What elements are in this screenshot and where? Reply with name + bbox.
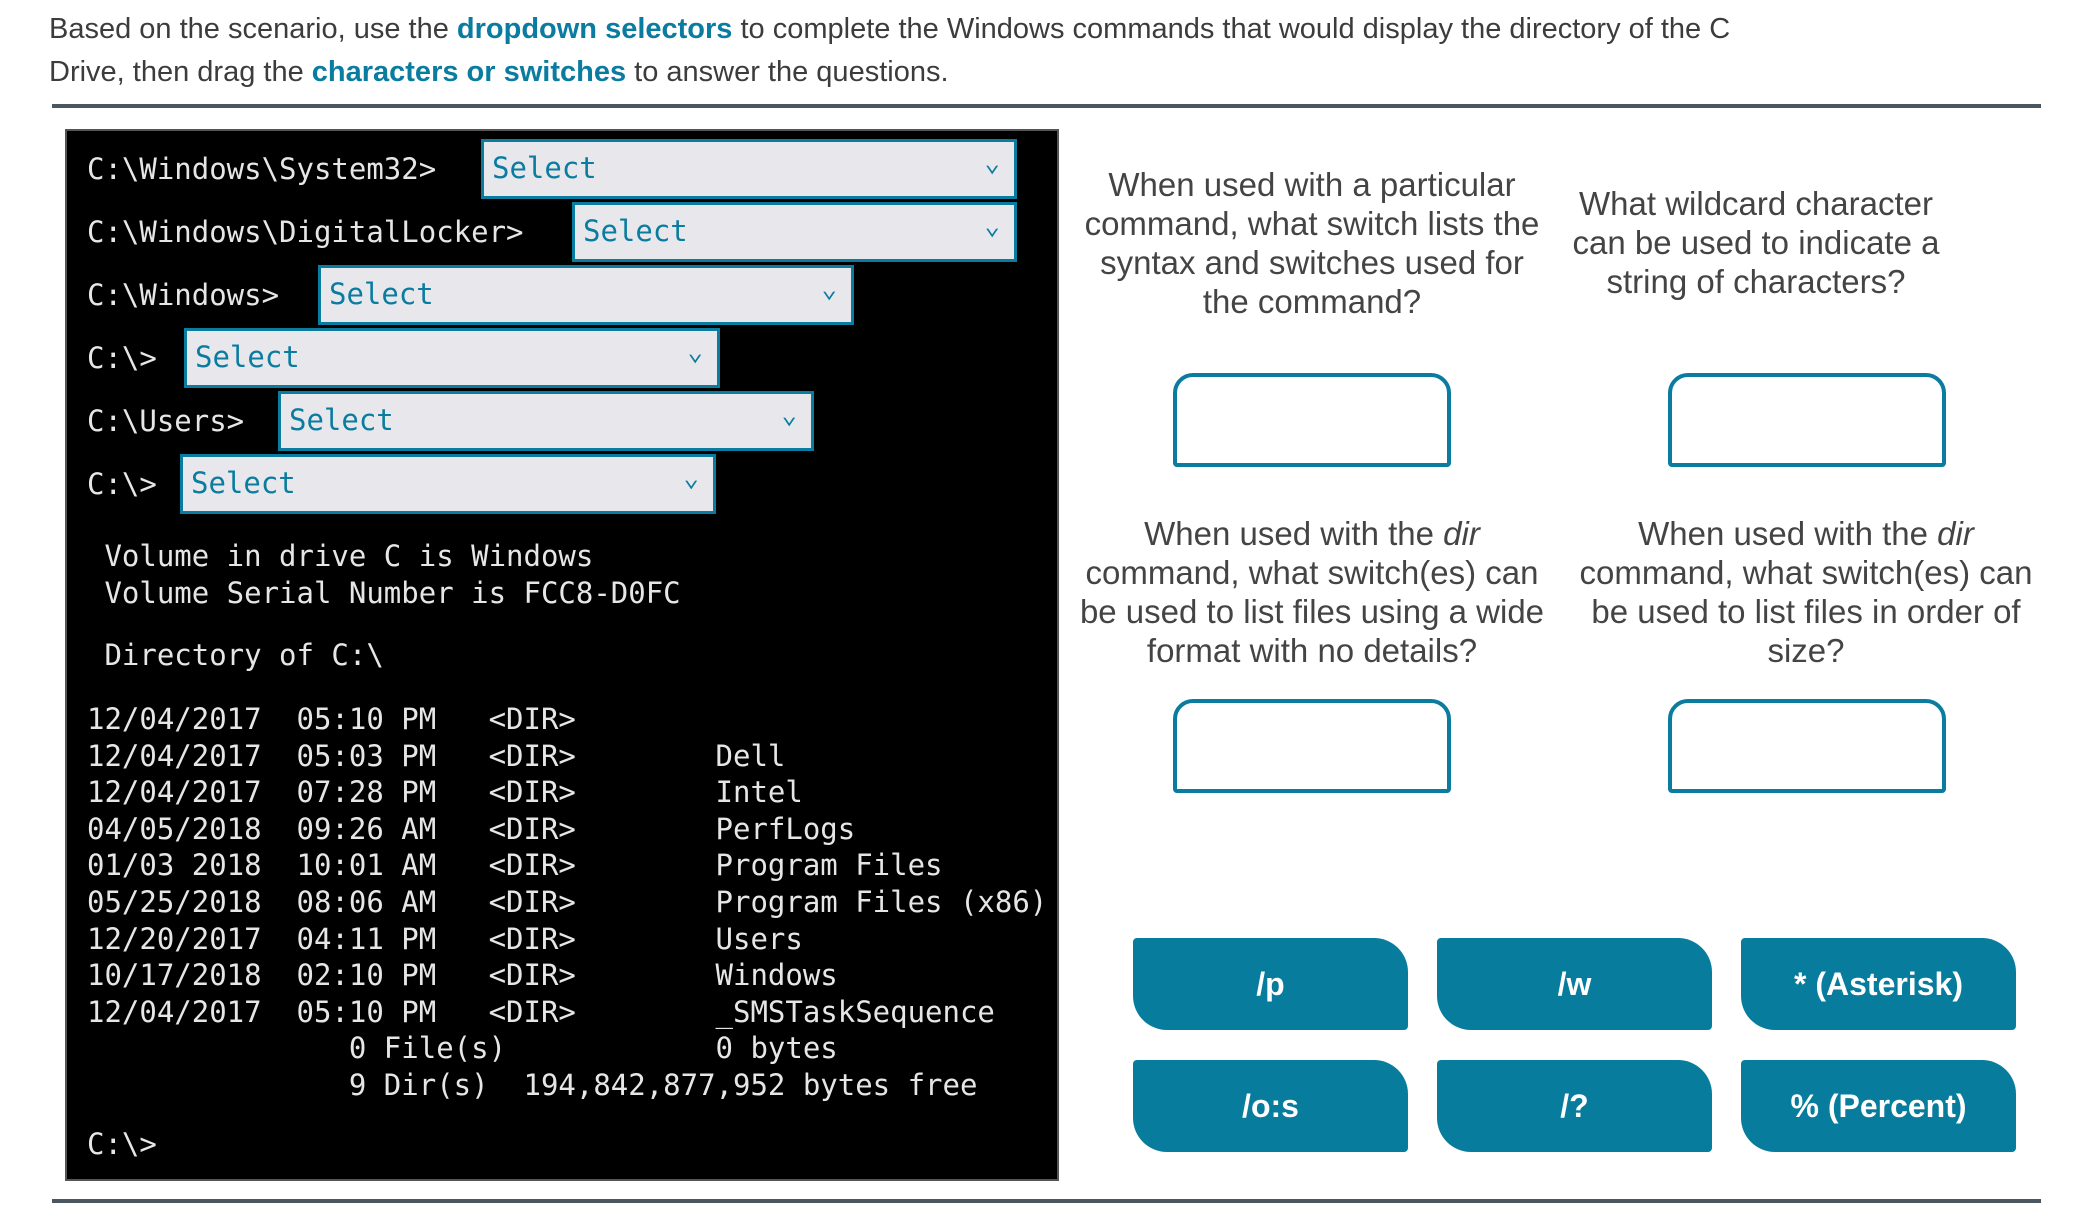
- select-value: Select: [492, 151, 597, 185]
- instr-highlight-switches: characters or switches: [311, 56, 627, 88]
- instr-text: to answer the questions.: [626, 56, 949, 88]
- instructions: Based on the scenario, use the dropdown …: [49, 8, 1749, 94]
- listing-line: 05/25/2018 08:06 AM <DIR> Program Files …: [87, 884, 1048, 919]
- q-text: command, what switch(es) can be used to …: [1579, 554, 2033, 669]
- listing-line: 0 File(s) 0 bytes: [87, 1031, 838, 1066]
- command-select-6[interactable]: Select ⌄: [180, 454, 716, 514]
- listing-line: 10/17/2018 02:10 PM <DIR> Windows: [87, 958, 838, 993]
- instr-text: Based on the scenario, use the: [49, 13, 457, 45]
- command-select-2[interactable]: Select ⌄: [572, 202, 1017, 262]
- chevron-down-icon: ⌄: [683, 463, 699, 493]
- chip-p[interactable]: /p: [1133, 938, 1408, 1030]
- command-select-4[interactable]: Select ⌄: [184, 328, 720, 388]
- chip-os[interactable]: /o:s: [1133, 1060, 1408, 1152]
- q-text: When used with the: [1638, 515, 1938, 552]
- chip-asterisk[interactable]: * (Asterisk): [1741, 938, 2016, 1030]
- bottom-divider: [52, 1199, 2041, 1203]
- select-value: Select: [289, 403, 394, 437]
- top-divider: [52, 104, 2041, 108]
- prompt: C:\>: [87, 341, 157, 375]
- directory-line: Directory of C:\: [87, 638, 384, 672]
- listing-line: 12/04/2017 05:10 PM <DIR> _SMSTaskSequen…: [87, 994, 995, 1029]
- instr-highlight-dropdown: dropdown selectors: [456, 13, 733, 45]
- question-3: When used with the dir command, what swi…: [1077, 514, 1547, 670]
- chevron-down-icon: ⌄: [984, 211, 1000, 241]
- prompt: C:\Windows\System32>: [87, 152, 437, 186]
- command-select-1[interactable]: Select ⌄: [481, 139, 1017, 199]
- listing-line: 12/04/2017 07:28 PM <DIR> Intel: [87, 775, 803, 810]
- command-select-3[interactable]: Select ⌄: [318, 265, 854, 325]
- instr-text: to complete the Windows commands that wo…: [49, 13, 1731, 88]
- chip-w[interactable]: /w: [1437, 938, 1712, 1030]
- q-em: dir: [1443, 515, 1480, 552]
- drop-zone-4[interactable]: [1668, 699, 1946, 793]
- chevron-down-icon: ⌄: [781, 400, 797, 430]
- select-value: Select: [329, 277, 434, 311]
- chevron-down-icon: ⌄: [687, 337, 703, 367]
- listing-line: 12/20/2017 04:11 PM <DIR> Users: [87, 921, 803, 956]
- chevron-down-icon: ⌄: [821, 274, 837, 304]
- question-1: When used with a particular command, wha…: [1084, 166, 1540, 320]
- listing-line: 12/04/2017 05:03 PM <DIR> Dell: [87, 738, 786, 773]
- terminal-window: C:\Windows\System32> Select ⌄ C:\Windows\…: [65, 129, 1059, 1181]
- drop-zone-3[interactable]: [1173, 699, 1451, 793]
- q-em: dir: [1937, 515, 1974, 552]
- chevron-down-icon: ⌄: [984, 148, 1000, 178]
- listing-line: 9 Dir(s) 194,842,877,952 bytes free: [87, 1067, 978, 1102]
- question-2: What wildcard character can be used to i…: [1572, 185, 1940, 300]
- final-prompt: C:\>: [87, 1127, 157, 1161]
- command-select-5[interactable]: Select ⌄: [278, 391, 814, 451]
- select-value: Select: [583, 214, 688, 248]
- prompt: C:\Windows\DigitalLocker>: [87, 215, 524, 249]
- prompt: C:\Users>: [87, 404, 245, 438]
- listing-line: 12/04/2017 05:10 PM <DIR>: [87, 702, 576, 736]
- prompt: C:\>: [87, 467, 157, 501]
- question-4: When used with the dir command, what swi…: [1571, 514, 2041, 670]
- q-text: command, what switch(es) can be used to …: [1079, 554, 1545, 669]
- listing-line: 01/03 2018 10:01 AM <DIR> Program Files: [87, 848, 943, 883]
- drop-zone-1[interactable]: [1173, 373, 1451, 467]
- serial-line: Volume Serial Number is FCC8-D0FC: [87, 576, 681, 610]
- select-value: Select: [195, 340, 300, 374]
- prompt: C:\Windows>: [87, 278, 280, 312]
- chip-help[interactable]: /?: [1437, 1060, 1712, 1152]
- select-value: Select: [191, 466, 296, 500]
- q-text: When used with the: [1144, 515, 1444, 552]
- drop-zone-2[interactable]: [1668, 373, 1946, 467]
- chip-percent[interactable]: % (Percent): [1741, 1060, 2016, 1152]
- directory-listing: 12/04/2017 05:10 PM <DIR>12/04/2017 05:0…: [87, 701, 1047, 1104]
- volume-line: Volume in drive C is Windows: [87, 539, 594, 573]
- listing-line: 04/05/2018 09:26 AM <DIR> PerfLogs: [87, 811, 856, 846]
